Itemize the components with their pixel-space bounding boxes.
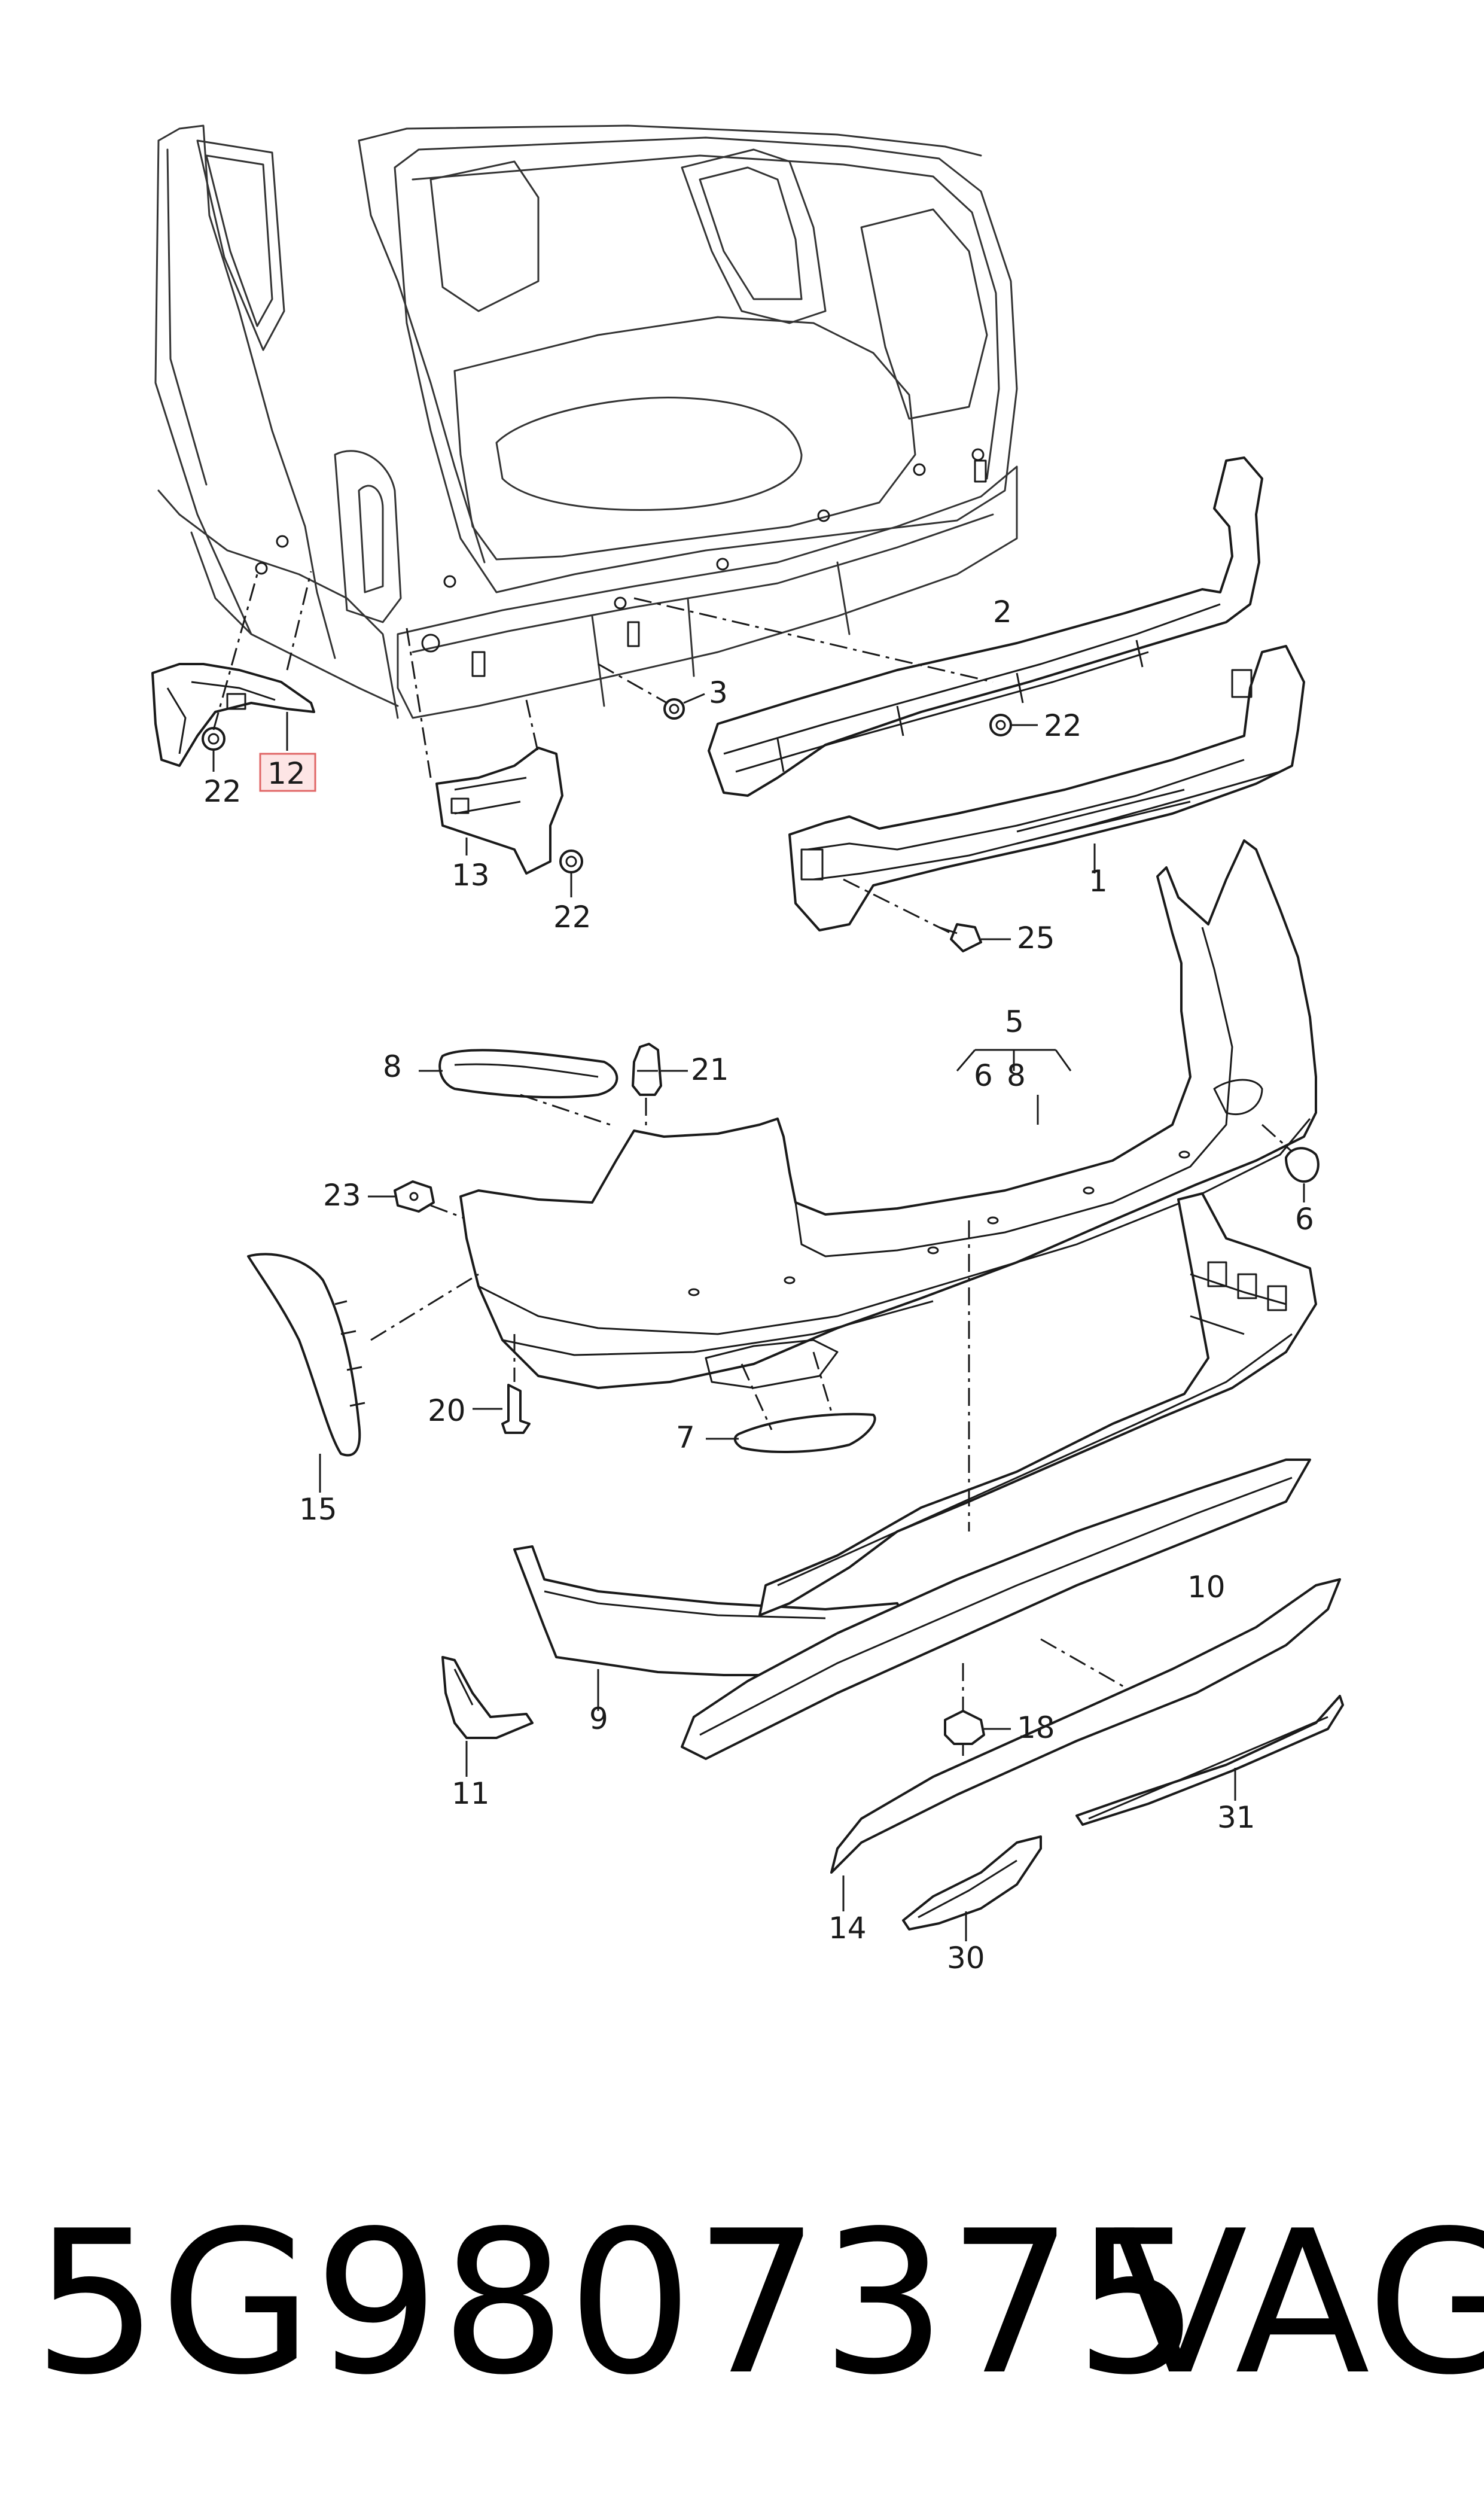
callout-22c: 22 (553, 900, 592, 934)
part-7-reflector (733, 1412, 876, 1453)
part-2-absorber (708, 456, 1263, 797)
callout-23: 23 (323, 1178, 361, 1213)
part-25-bolt (938, 923, 982, 952)
callout-6a: 6 (974, 1058, 993, 1093)
part-6-tow-cap (1285, 1147, 1320, 1183)
part-31-chrome-strip (1075, 1695, 1344, 1826)
callout-6b: 6 (1295, 1202, 1314, 1237)
callout-3: 3 (709, 675, 728, 710)
part-8-reflector (438, 1049, 618, 1099)
callout-7: 7 (676, 1420, 695, 1455)
callout-15: 15 (299, 1492, 337, 1527)
part-18-clip (944, 1710, 985, 1756)
part-3-clip (663, 698, 685, 720)
part-12-side-bracket (151, 663, 315, 767)
callout-13: 13 (452, 858, 490, 893)
footer-caption: 5G9807375 VAG (0, 2178, 1484, 2429)
callout-5: 5 (1005, 1004, 1024, 1039)
part-number: 5G9807375 (33, 2188, 1202, 2418)
callout-2: 2 (993, 595, 1012, 629)
callout-9: 9 (589, 1701, 608, 1736)
part-22-nut-left (202, 727, 226, 751)
part-10-diffuser (758, 1192, 1317, 1616)
callout-22a: 22 (203, 774, 242, 809)
callout-8b: 8 (383, 1049, 402, 1084)
callout-14: 14 (828, 1911, 867, 1945)
callout-30: 30 (947, 1941, 985, 1975)
part-22-nut-right (989, 714, 1012, 736)
part-14-trim-strip (681, 1459, 1311, 1760)
part-30-trim-insert (902, 1835, 1042, 1931)
callout-31: 31 (1217, 1800, 1256, 1835)
part-21-clip (632, 1043, 662, 1096)
part-15-arch-trim (247, 1253, 365, 1457)
callout-1: 1 (1089, 864, 1108, 899)
callout-18: 18 (1017, 1710, 1055, 1745)
callout-20: 20 (428, 1393, 466, 1428)
part-22-nut-center (559, 850, 583, 873)
callout-11: 11 (452, 1776, 490, 1811)
callout-12: 12 (267, 756, 306, 791)
part-13-center-bracket (435, 747, 563, 875)
brand-name: VAG (1113, 2188, 1484, 2418)
callout-25: 25 (1017, 921, 1055, 955)
callout-8a: 8 (1007, 1058, 1026, 1093)
callout-22b: 22 (1044, 708, 1082, 743)
callout-10: 10 (1187, 1570, 1226, 1604)
part-1-reinforcement-beam (788, 645, 1305, 931)
part-14-lower-trim (830, 1578, 1341, 1874)
car-body-rear (154, 124, 1018, 719)
part-5-bumper-cover (459, 839, 1317, 1389)
part-12-highlight (259, 753, 316, 792)
part-11-bracket (441, 1656, 534, 1739)
part-23-clip (394, 1180, 435, 1213)
callout-21: 21 (691, 1052, 729, 1087)
part-20-screw (501, 1384, 531, 1434)
